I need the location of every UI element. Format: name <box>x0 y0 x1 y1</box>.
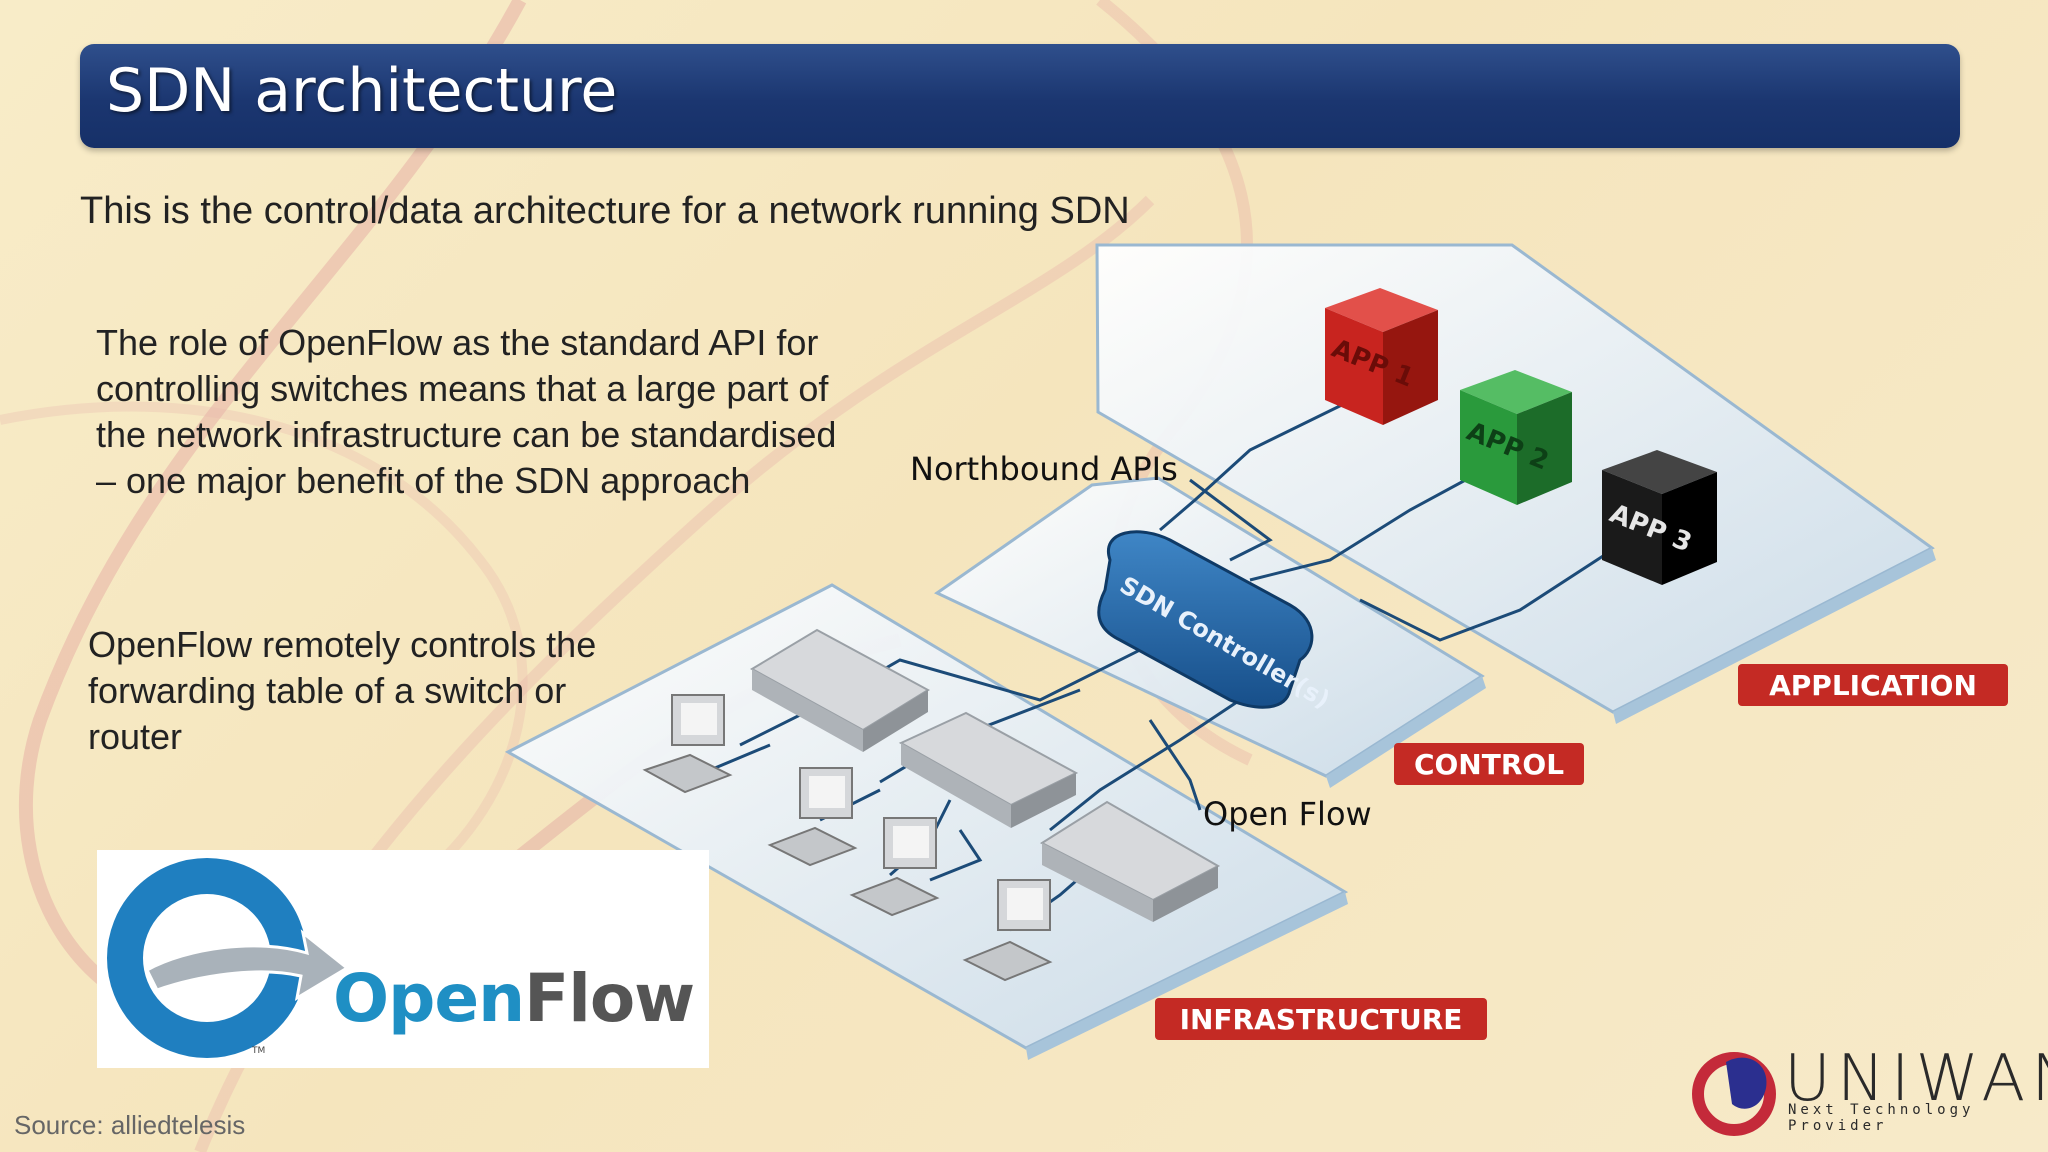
network-switch <box>898 711 1079 828</box>
openflow-ring-icon: TM <box>107 858 347 1058</box>
openflow-logo: TM OpenFlow <box>97 850 709 1068</box>
openflow-word-open: Open <box>333 960 525 1037</box>
link-lines <box>702 398 1621 932</box>
infrastructure-badge: INFRASTRUCTURE <box>1155 998 1487 1040</box>
app-2-cube: APP 2 <box>1460 370 1572 505</box>
northbound-apis-label: Northbound APIs <box>910 450 1178 488</box>
uniwan-tagline: Next Technology Provider <box>1788 1102 1975 1134</box>
computer-icon <box>849 817 940 917</box>
network-switch <box>749 628 930 752</box>
app-1-cube: APP 1 <box>1325 288 1438 425</box>
computer-icon <box>767 767 858 867</box>
open-flow-label: Open Flow <box>1203 795 1372 833</box>
openflow-api-paragraph: The role of OpenFlow as the standard API… <box>96 322 837 501</box>
openflow-word-flow: Flow <box>524 960 695 1037</box>
title-bar: SDN architecture <box>80 44 1960 148</box>
subtitle: This is the control/data architecture fo… <box>80 190 1130 232</box>
application-badge: APPLICATION <box>1738 664 2008 706</box>
page-title: SDN architecture <box>106 56 618 126</box>
source-note: Source: alliedtelesis <box>14 1110 246 1140</box>
uniwan-mark-icon <box>1692 1052 1776 1136</box>
computer-icon <box>642 694 733 794</box>
application-badge-label: APPLICATION <box>1769 669 1977 702</box>
computer-icon <box>962 879 1053 982</box>
infrastructure-badge-label: INFRASTRUCTURE <box>1180 1003 1463 1036</box>
control-badge: CONTROL <box>1394 743 1584 785</box>
network-switch <box>1039 800 1221 922</box>
control-badge-label: CONTROL <box>1414 748 1564 781</box>
openflow-tm: TM <box>251 1046 265 1056</box>
app-3-cube: APP 3 <box>1602 450 1717 585</box>
openflow-remote-paragraph: OpenFlow remotely controls the forwardin… <box>88 624 597 757</box>
openflow-wordmark: OpenFlow <box>333 960 695 1037</box>
